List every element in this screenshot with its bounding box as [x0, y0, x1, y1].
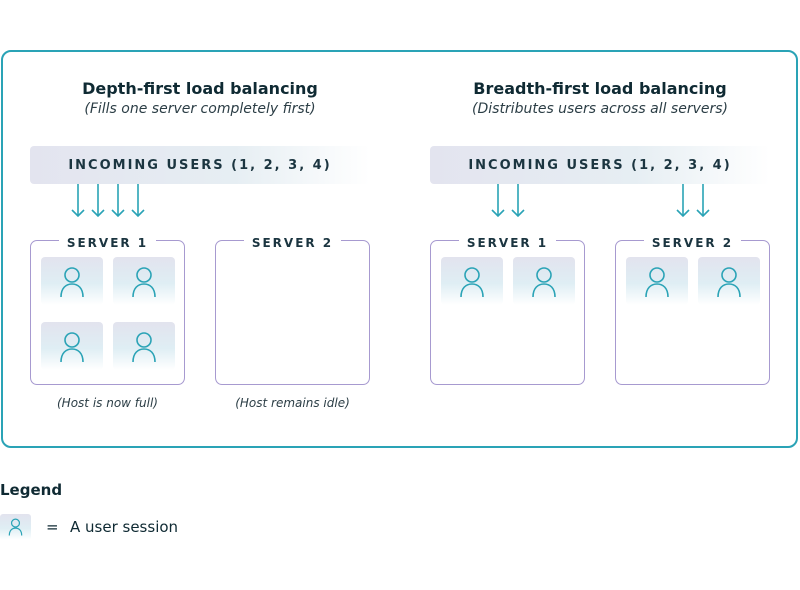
user-icon	[132, 267, 156, 298]
server-2-caption: (Host remains idle)	[235, 396, 350, 410]
arrow-down-icon	[676, 184, 690, 218]
right-server-1: SERVER 1	[430, 236, 585, 385]
legend-title: Legend	[0, 481, 63, 499]
server-label: SERVER 2	[643, 236, 742, 250]
arrow-down-icon	[91, 184, 105, 218]
arrow-down-icon	[71, 184, 85, 218]
user-session	[41, 322, 103, 370]
arrow-down-icon	[696, 184, 710, 218]
legend-session-swatch	[0, 514, 31, 540]
depth-first-title: Depth-first load balancing	[82, 79, 318, 98]
user-icon	[717, 267, 741, 298]
user-session	[441, 257, 503, 305]
arrow-down-icon	[131, 184, 145, 218]
breadth-first-subtitle: (Distributes users across all servers)	[472, 101, 728, 117]
user-icon	[132, 332, 156, 363]
user-session	[113, 257, 175, 305]
right-server-2: SERVER 2	[615, 236, 770, 385]
user-session	[41, 257, 103, 305]
arrow-down-icon	[111, 184, 125, 218]
server-1-caption: (Host is now full)	[57, 396, 158, 410]
arrow-down-icon	[491, 184, 505, 218]
user-icon	[8, 518, 23, 536]
server-label: SERVER 2	[243, 236, 342, 250]
user-session	[113, 322, 175, 370]
user-icon	[60, 332, 84, 363]
incoming-users-left: INCOMING USERS (1, 2, 3, 4)	[30, 146, 370, 184]
user-session	[626, 257, 688, 305]
user-session	[698, 257, 760, 305]
user-icon	[60, 267, 84, 298]
diagram-frame	[1, 50, 798, 448]
server-label: SERVER 1	[458, 236, 557, 250]
breadth-first-title: Breadth-first load balancing	[473, 79, 727, 98]
user-icon	[460, 267, 484, 298]
legend-item-text: A user session	[70, 518, 179, 536]
arrow-down-icon	[511, 184, 525, 218]
user-session	[513, 257, 575, 305]
left-server-1: SERVER 1	[30, 236, 185, 385]
legend-equals: =	[46, 518, 59, 536]
left-server-2: SERVER 2	[215, 236, 370, 385]
server-label: SERVER 1	[58, 236, 157, 250]
incoming-users-right: INCOMING USERS (1, 2, 3, 4)	[430, 146, 770, 184]
user-icon	[532, 267, 556, 298]
user-icon	[645, 267, 669, 298]
depth-first-subtitle: (Fills one server completely first)	[84, 101, 316, 117]
